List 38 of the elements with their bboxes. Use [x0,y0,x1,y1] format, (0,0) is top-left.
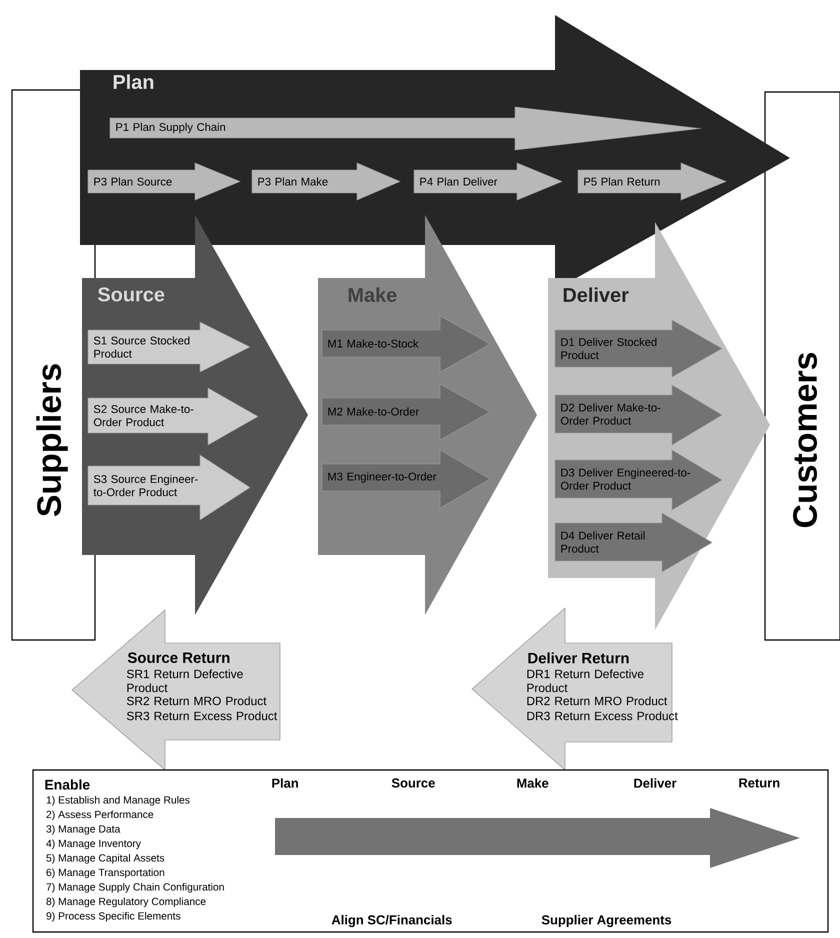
return-item: DR1 Return Defective Product [527,669,644,692]
enable-item: 3) Manage Data [46,824,120,835]
enable-label: Align SC/Financials [332,914,452,928]
column-heading: Plan [272,778,298,788]
enable-item: 8) Manage Regulatory Compliance [46,897,206,908]
step-block: D4 Deliver Retail Product [554,512,713,573]
return-item: SR2 Return MRO Product [126,696,266,706]
enable-item: 1) Establish and Manage Rules [46,796,190,806]
step-block: P3 Plan Source [88,162,241,200]
step-block: M3 Engineer-to-Order [322,449,491,509]
enable-item: 2) Assess Performance [46,810,154,820]
enable-item: 7) Manage Supply Chain Configuration [46,882,224,893]
column-heading: Return [739,778,780,788]
step-block: P3 Plan Make [252,162,401,200]
step-block: M2 Make-to-Order [322,384,491,441]
step-block: M1 Make-to-Stock [322,316,491,373]
step-block: P4 Plan Deliver [414,162,563,200]
enable-item: 4) Manage Inventory [46,839,141,850]
return-item: DR2 Return MRO Product [527,696,668,706]
return-item: SR1 Return Defective Product [126,669,243,692]
step-block: S1 Source Stocked Product [88,322,251,372]
side-box: Customers [764,91,840,641]
step-block: D3 Deliver Engineered-to-Order Product [554,449,723,511]
step-block: P1 Plan Supply Chain [110,106,703,150]
column-heading: Deliver [634,778,676,788]
return-item: SR3 Return Excess Product [126,711,278,720]
enable-item: 5) Manage Capital Assets [46,854,164,864]
enable-label: Supplier Agreements [542,914,672,928]
enable-item: 6) Manage Transportation [46,868,164,878]
column-heading: Make [517,778,548,788]
column-heading: Source [392,778,435,788]
enable-item: 9) Process Specific Elements [46,912,180,922]
step-block: P5 Plan Return [578,162,727,200]
step-block: S3 Source Engineer-to-Order Product [88,454,251,521]
step-block: S2 Source Make-to-Order Product [88,388,259,446]
return-item: DR3 Return Excess Product [527,711,678,720]
step-block: D2 Deliver Make-to-Order Product [554,384,723,446]
step-block: D1 Deliver Stocked Product [554,320,723,378]
